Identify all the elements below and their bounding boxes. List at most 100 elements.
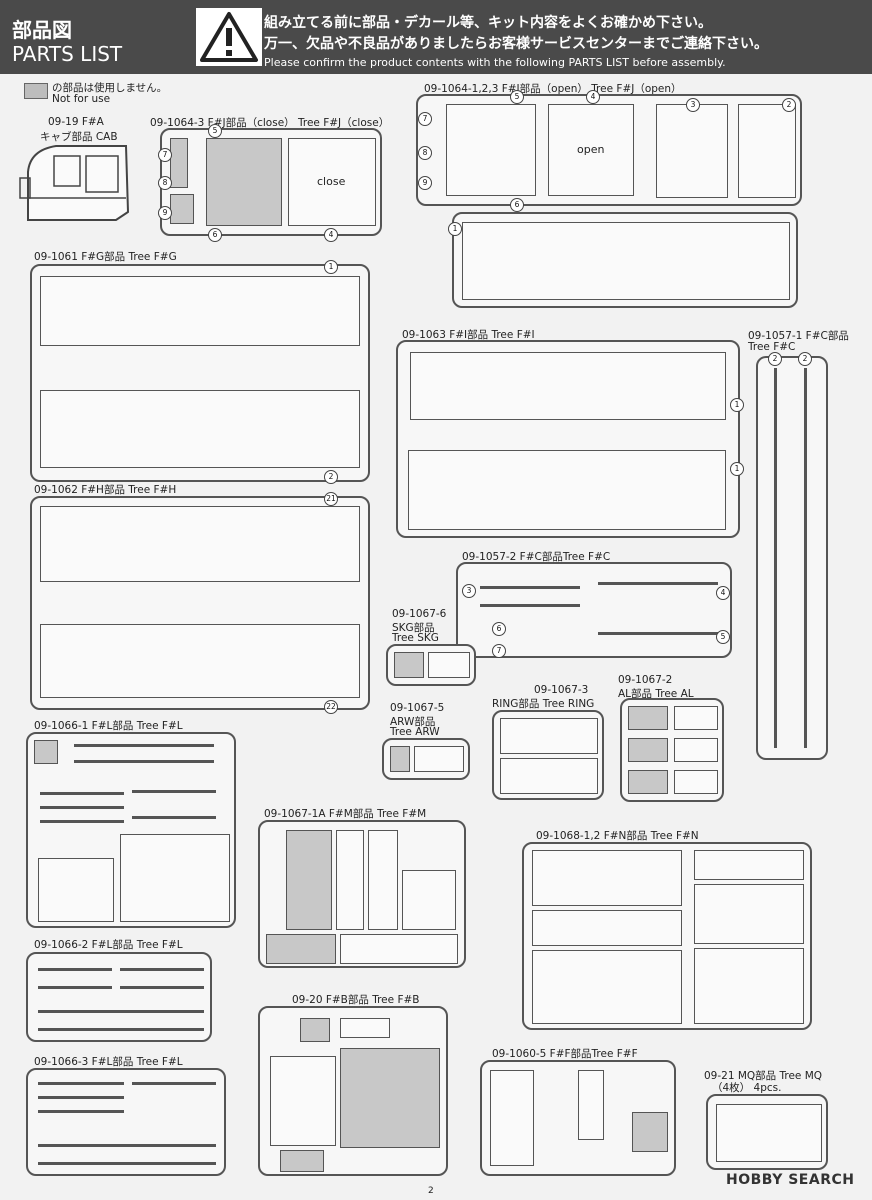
- tree-skg-name: SKG部品: [392, 622, 435, 634]
- tree-c1: 2 2: [756, 352, 828, 760]
- part: [38, 1162, 216, 1165]
- tree-b-label: 09-20 F#B部品 Tree F#B: [292, 994, 420, 1006]
- part: [656, 104, 728, 198]
- tree-i: 1 1: [396, 340, 744, 538]
- part: [40, 792, 124, 795]
- tree-f: [480, 1060, 676, 1176]
- tree-i-label: 09-1063 F#I部品 Tree F#I: [402, 329, 535, 341]
- tree-mq-label: 09-21 MQ部品 Tree MQ: [704, 1070, 823, 1082]
- part-number: 1: [324, 260, 338, 274]
- part-number: 2: [324, 470, 338, 484]
- part: [446, 104, 536, 196]
- part-number: 9: [418, 176, 432, 190]
- tree-l1-label: 09-1066-1 F#L部品 Tree F#L: [34, 720, 183, 732]
- part: [628, 706, 668, 730]
- part: [628, 770, 668, 794]
- part: [598, 582, 718, 585]
- part: [480, 586, 580, 589]
- part: [532, 910, 682, 946]
- legend-jp: の部品は使用しません。: [52, 82, 168, 94]
- notice-en: Please confirm the product contents with…: [264, 56, 726, 69]
- part: [38, 1110, 124, 1113]
- part-number: 4: [716, 586, 730, 600]
- part: [368, 830, 398, 930]
- tree-arw-tree: Tree ARW: [390, 726, 440, 738]
- legend-swatch: [24, 83, 48, 99]
- part: [38, 1010, 204, 1013]
- part: [132, 1082, 216, 1085]
- part-number: 21: [324, 492, 338, 506]
- part: [40, 624, 360, 698]
- tree-skg-tree: Tree SKG: [392, 632, 439, 644]
- tree-m-label: 09-1067-1A F#M部品 Tree F#M: [264, 808, 427, 820]
- part: [804, 368, 807, 748]
- part: [74, 760, 214, 763]
- part: [774, 368, 777, 748]
- tree-arw-name: ARW部品: [390, 716, 436, 728]
- part: [716, 1104, 822, 1162]
- notice-jp-line1: 組み立てる前に部品・デカール等、キット内容をよくお確かめ下さい。: [264, 15, 712, 31]
- part: [490, 1070, 534, 1166]
- tree-al-code: 09-1067-2: [618, 674, 673, 686]
- part-number: 8: [418, 146, 432, 160]
- part: [38, 1144, 216, 1147]
- cab-code: 09-19 F#A: [48, 116, 104, 128]
- page-title-en: PARTS LIST: [12, 42, 123, 66]
- page-title-jp: 部品図: [12, 18, 72, 42]
- part: [40, 390, 360, 468]
- part: [340, 1018, 390, 1038]
- tree-l1: [26, 732, 236, 928]
- part-number: 2: [768, 352, 782, 366]
- tree-j-close: close 5 7 8 9 6 4: [158, 124, 382, 242]
- cab-name: キャブ部品 CAB: [40, 131, 118, 143]
- tree-mq-qty: （4枚） 4pcs.: [712, 1082, 782, 1094]
- tree-al-name: AL部品 Tree AL: [618, 688, 694, 700]
- part: [632, 1112, 668, 1152]
- tree-arw: [382, 738, 470, 780]
- tree-f-label: 09-1060-5 F#F部品Tree F#F: [492, 1048, 638, 1060]
- tree-j-open-label: 09-1064-1,2,3 F#J部品（open） Tree F#J（open）: [424, 83, 682, 95]
- tree-h: 21 22: [30, 492, 370, 714]
- close-label: close: [317, 175, 346, 188]
- part-number: 1: [730, 398, 744, 412]
- tree-l3: [26, 1068, 226, 1176]
- part: [286, 830, 332, 930]
- part-number: 3: [462, 584, 476, 598]
- part-number: 22: [324, 700, 338, 714]
- part-number: 5: [510, 90, 524, 104]
- part-number: 4: [586, 90, 600, 104]
- part: [74, 744, 214, 747]
- part: [132, 816, 216, 819]
- part: [120, 986, 204, 989]
- tree-c2-label: 09-1057-2 F#C部品Tree F#C: [462, 551, 611, 563]
- part: [410, 352, 726, 420]
- part: [38, 1096, 124, 1099]
- part: [340, 934, 458, 964]
- part: [462, 222, 790, 300]
- part: [40, 506, 360, 582]
- notice-jp-line2: 万一、欠品や不良品がありましたらお客様サービスセンターまでご連絡下さい。: [264, 36, 768, 52]
- part: [132, 790, 216, 793]
- part: [280, 1150, 324, 1172]
- part: [40, 806, 124, 809]
- part: [532, 950, 682, 1024]
- page-number: 2: [428, 1186, 434, 1196]
- part-number: 5: [716, 630, 730, 644]
- tree-b: [258, 1006, 448, 1176]
- part: [694, 850, 804, 880]
- tree-g: 1 2: [30, 260, 370, 484]
- part: [694, 948, 804, 1024]
- part: [500, 718, 598, 754]
- part: [38, 968, 112, 971]
- tree-c1-code: 09-1057-1 F#C部品: [748, 330, 849, 342]
- part-number: 7: [492, 644, 506, 658]
- part-number: 7: [158, 148, 172, 162]
- hobby-search-logo: HOBBY SEARCH: [726, 1172, 855, 1188]
- part: [170, 138, 188, 188]
- tree-skg-code: 09-1067-6: [392, 608, 447, 620]
- part: [300, 1018, 330, 1042]
- tree-skg: [386, 644, 476, 686]
- part: [40, 820, 124, 823]
- part-number: 1: [730, 462, 744, 476]
- warning-icon: [196, 8, 262, 66]
